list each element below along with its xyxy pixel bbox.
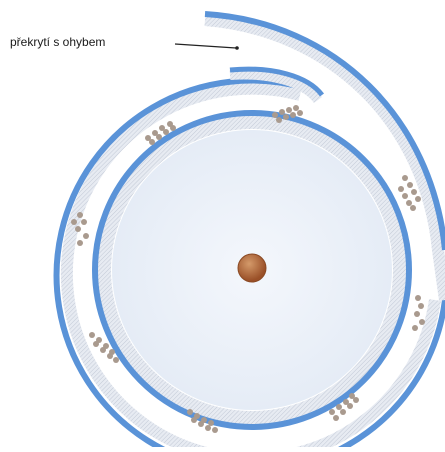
particle-cluster-top-left [145, 121, 176, 145]
outer-flap-blue [204, 11, 445, 251]
outer-flap-hatched [204, 14, 445, 301]
particle-cluster-bottom-left [89, 332, 119, 363]
particle-cluster-left [71, 212, 89, 246]
particle-cluster-right-lower [412, 295, 425, 331]
particle-cluster-bottom-right [329, 393, 359, 421]
callout-pointer-dot [235, 46, 239, 50]
inner-ring-blue [92, 110, 412, 430]
particle-cluster-right [398, 175, 421, 211]
outer-spiral-hatched [60, 82, 441, 452]
outer-spiral-blue [53, 77, 445, 452]
fold-tip-hatched [229, 69, 323, 104]
particle-cluster-top [272, 105, 303, 123]
fold-tip-blue [229, 66, 325, 97]
nucleus [237, 253, 267, 283]
callout-label: překrytí s ohybem [10, 35, 106, 49]
inner-ring-hatched [97, 115, 407, 425]
particle-cluster-bottom [187, 409, 218, 433]
callout-pointer-line [174, 43, 237, 49]
